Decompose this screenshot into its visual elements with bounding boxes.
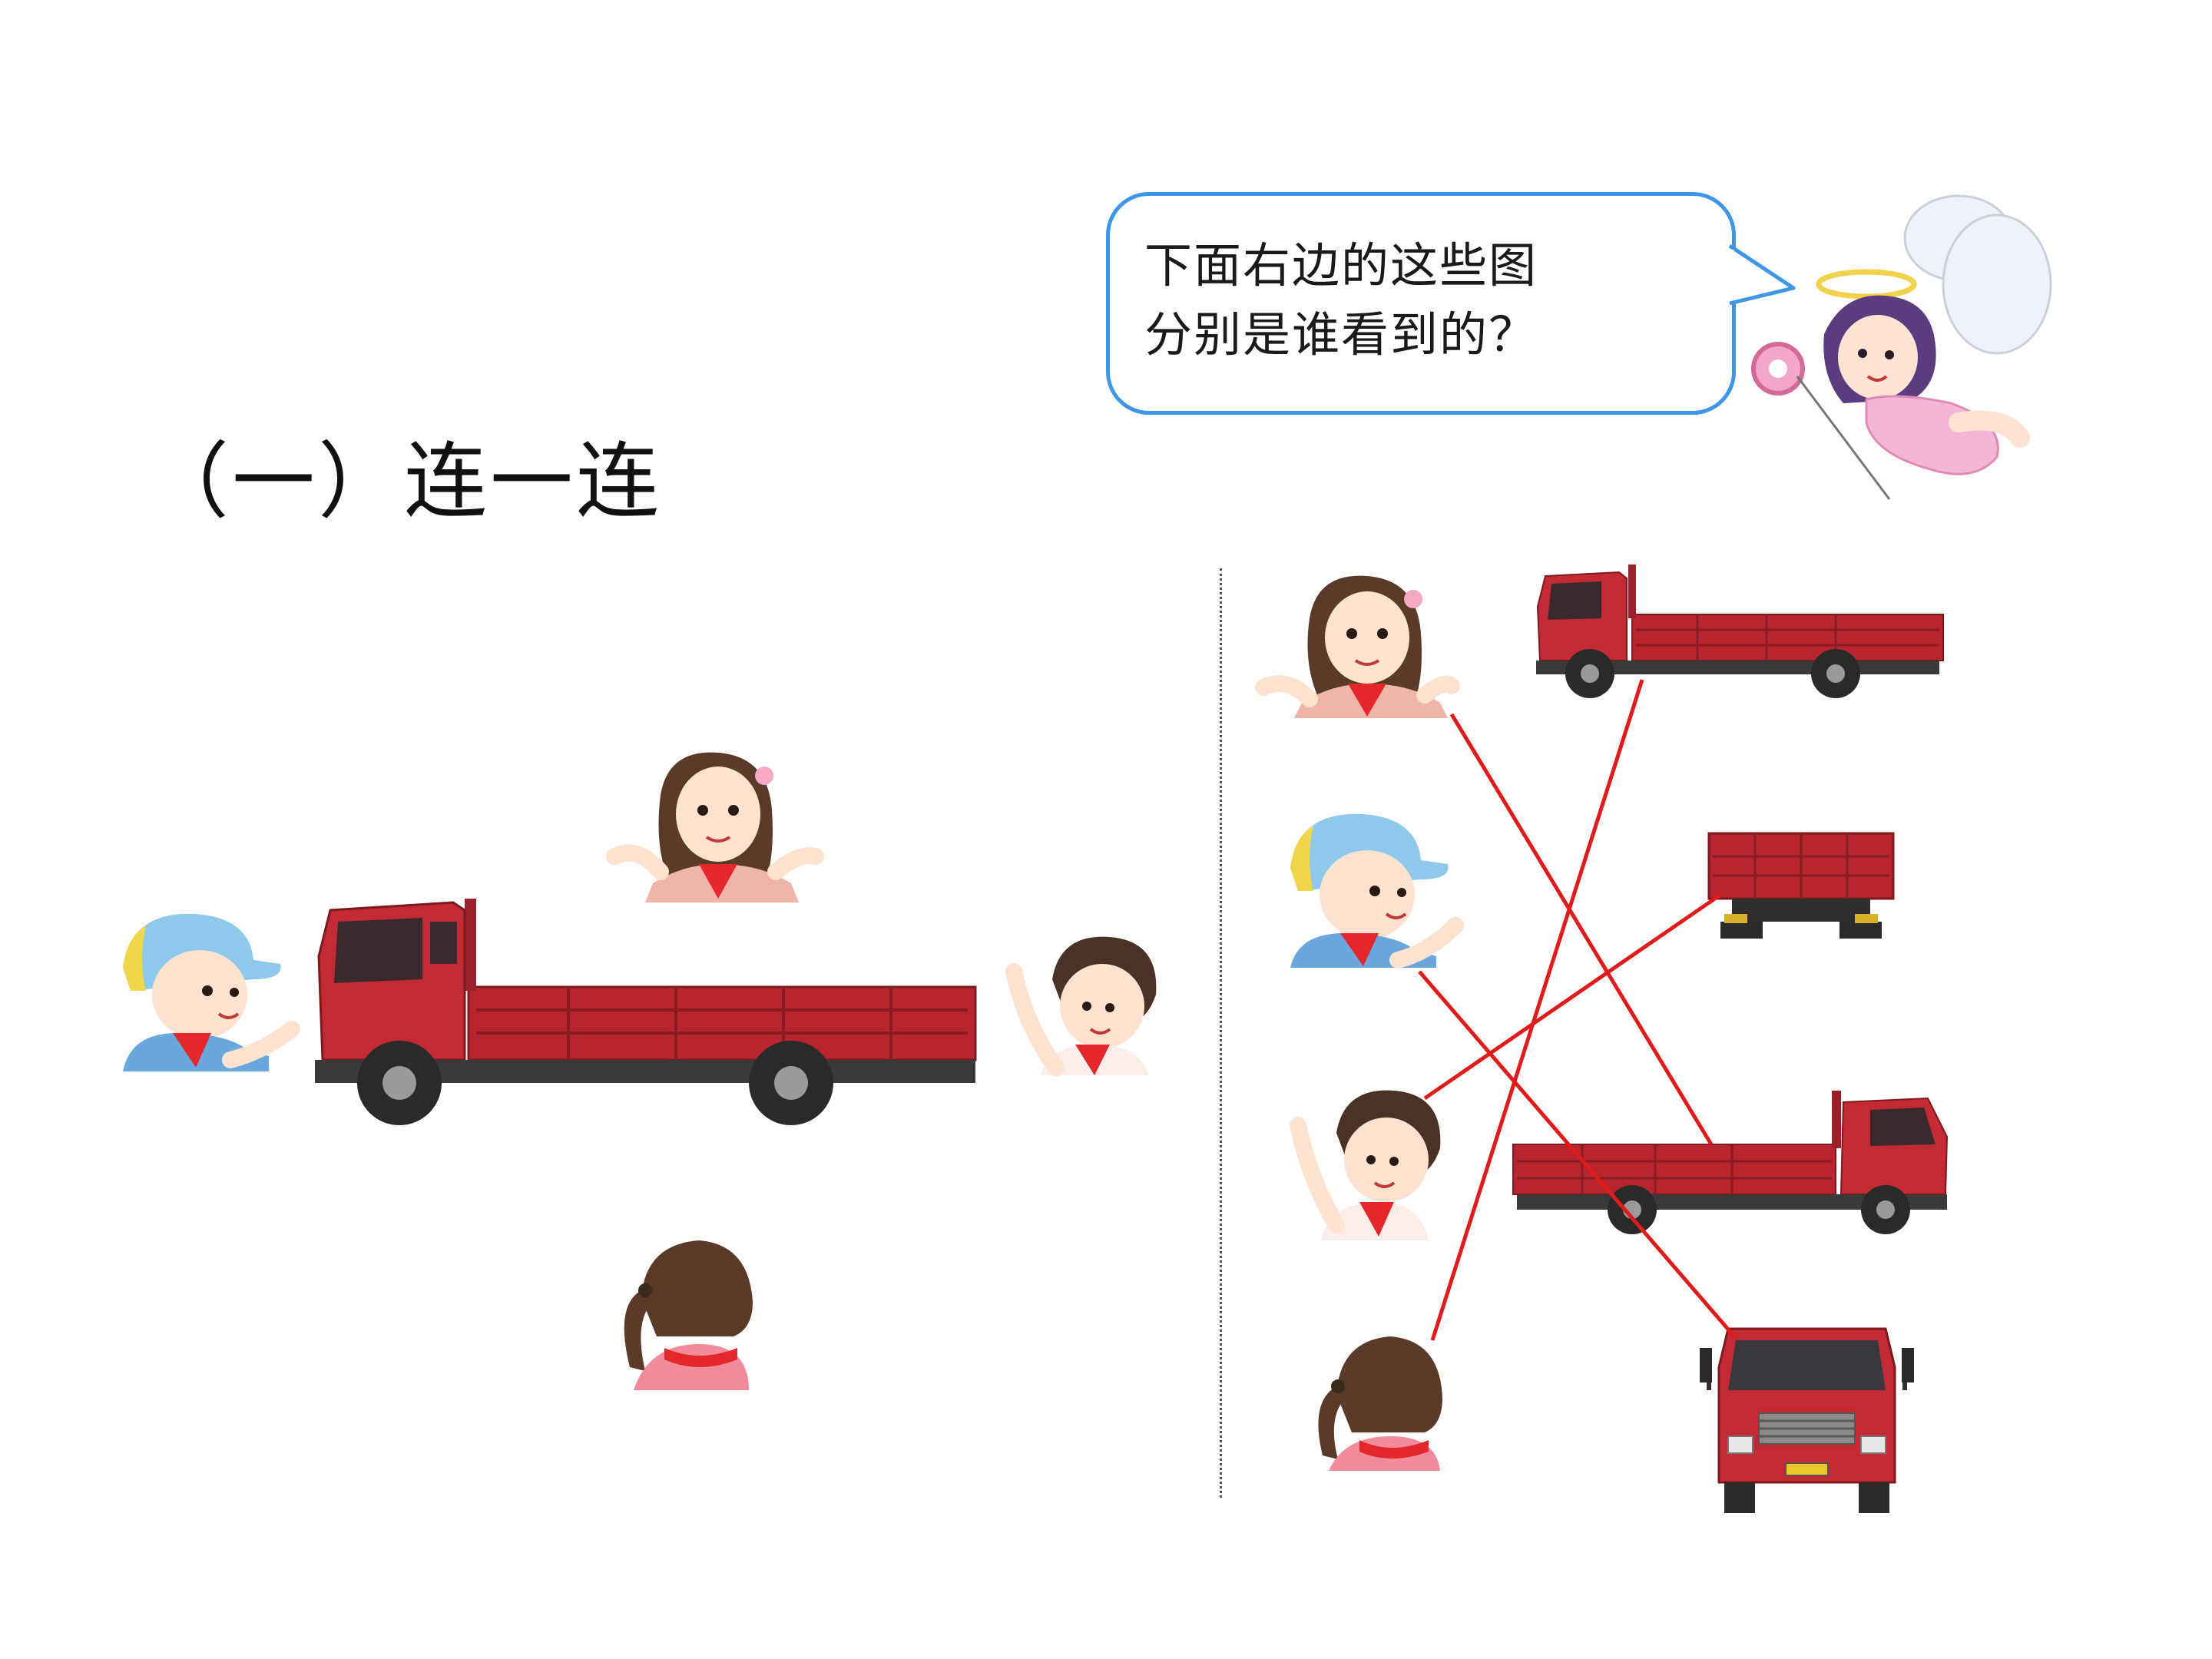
truck-side-icon	[315, 899, 977, 1125]
boy-waving-icon	[1005, 936, 1157, 1076]
angel-girl-icon	[1751, 194, 2052, 500]
bubble-text-line-1: 下面右边的这些图	[1144, 237, 1538, 293]
girl-front-icon	[606, 752, 824, 902]
match-line-girl-front	[1449, 713, 1714, 1146]
match-line-boy-waving	[1423, 892, 1722, 1101]
girl-back-icon	[1318, 1336, 1442, 1471]
boy-cap-icon	[123, 913, 300, 1071]
bubble-text-line-2: 分别是谁看到的？	[1144, 306, 1538, 363]
girl-front-icon	[1255, 575, 1460, 718]
boy-waving-icon	[1290, 1090, 1441, 1240]
divider-line	[1220, 568, 1222, 1498]
match-line-girl-back	[1430, 679, 1644, 1341]
boy-cap-icon	[1290, 813, 1464, 969]
truck-rear-icon	[1707, 832, 1895, 939]
truck-side-icon	[1536, 565, 1944, 698]
girl-back-icon	[624, 1240, 753, 1390]
match-line-boy-cap	[1418, 970, 1736, 1338]
truck-front-icon	[1700, 1327, 1914, 1513]
truck-side-icon	[1512, 1091, 1949, 1234]
section-title: （一）连一连	[146, 434, 663, 530]
speech-bubble	[1106, 192, 1736, 415]
